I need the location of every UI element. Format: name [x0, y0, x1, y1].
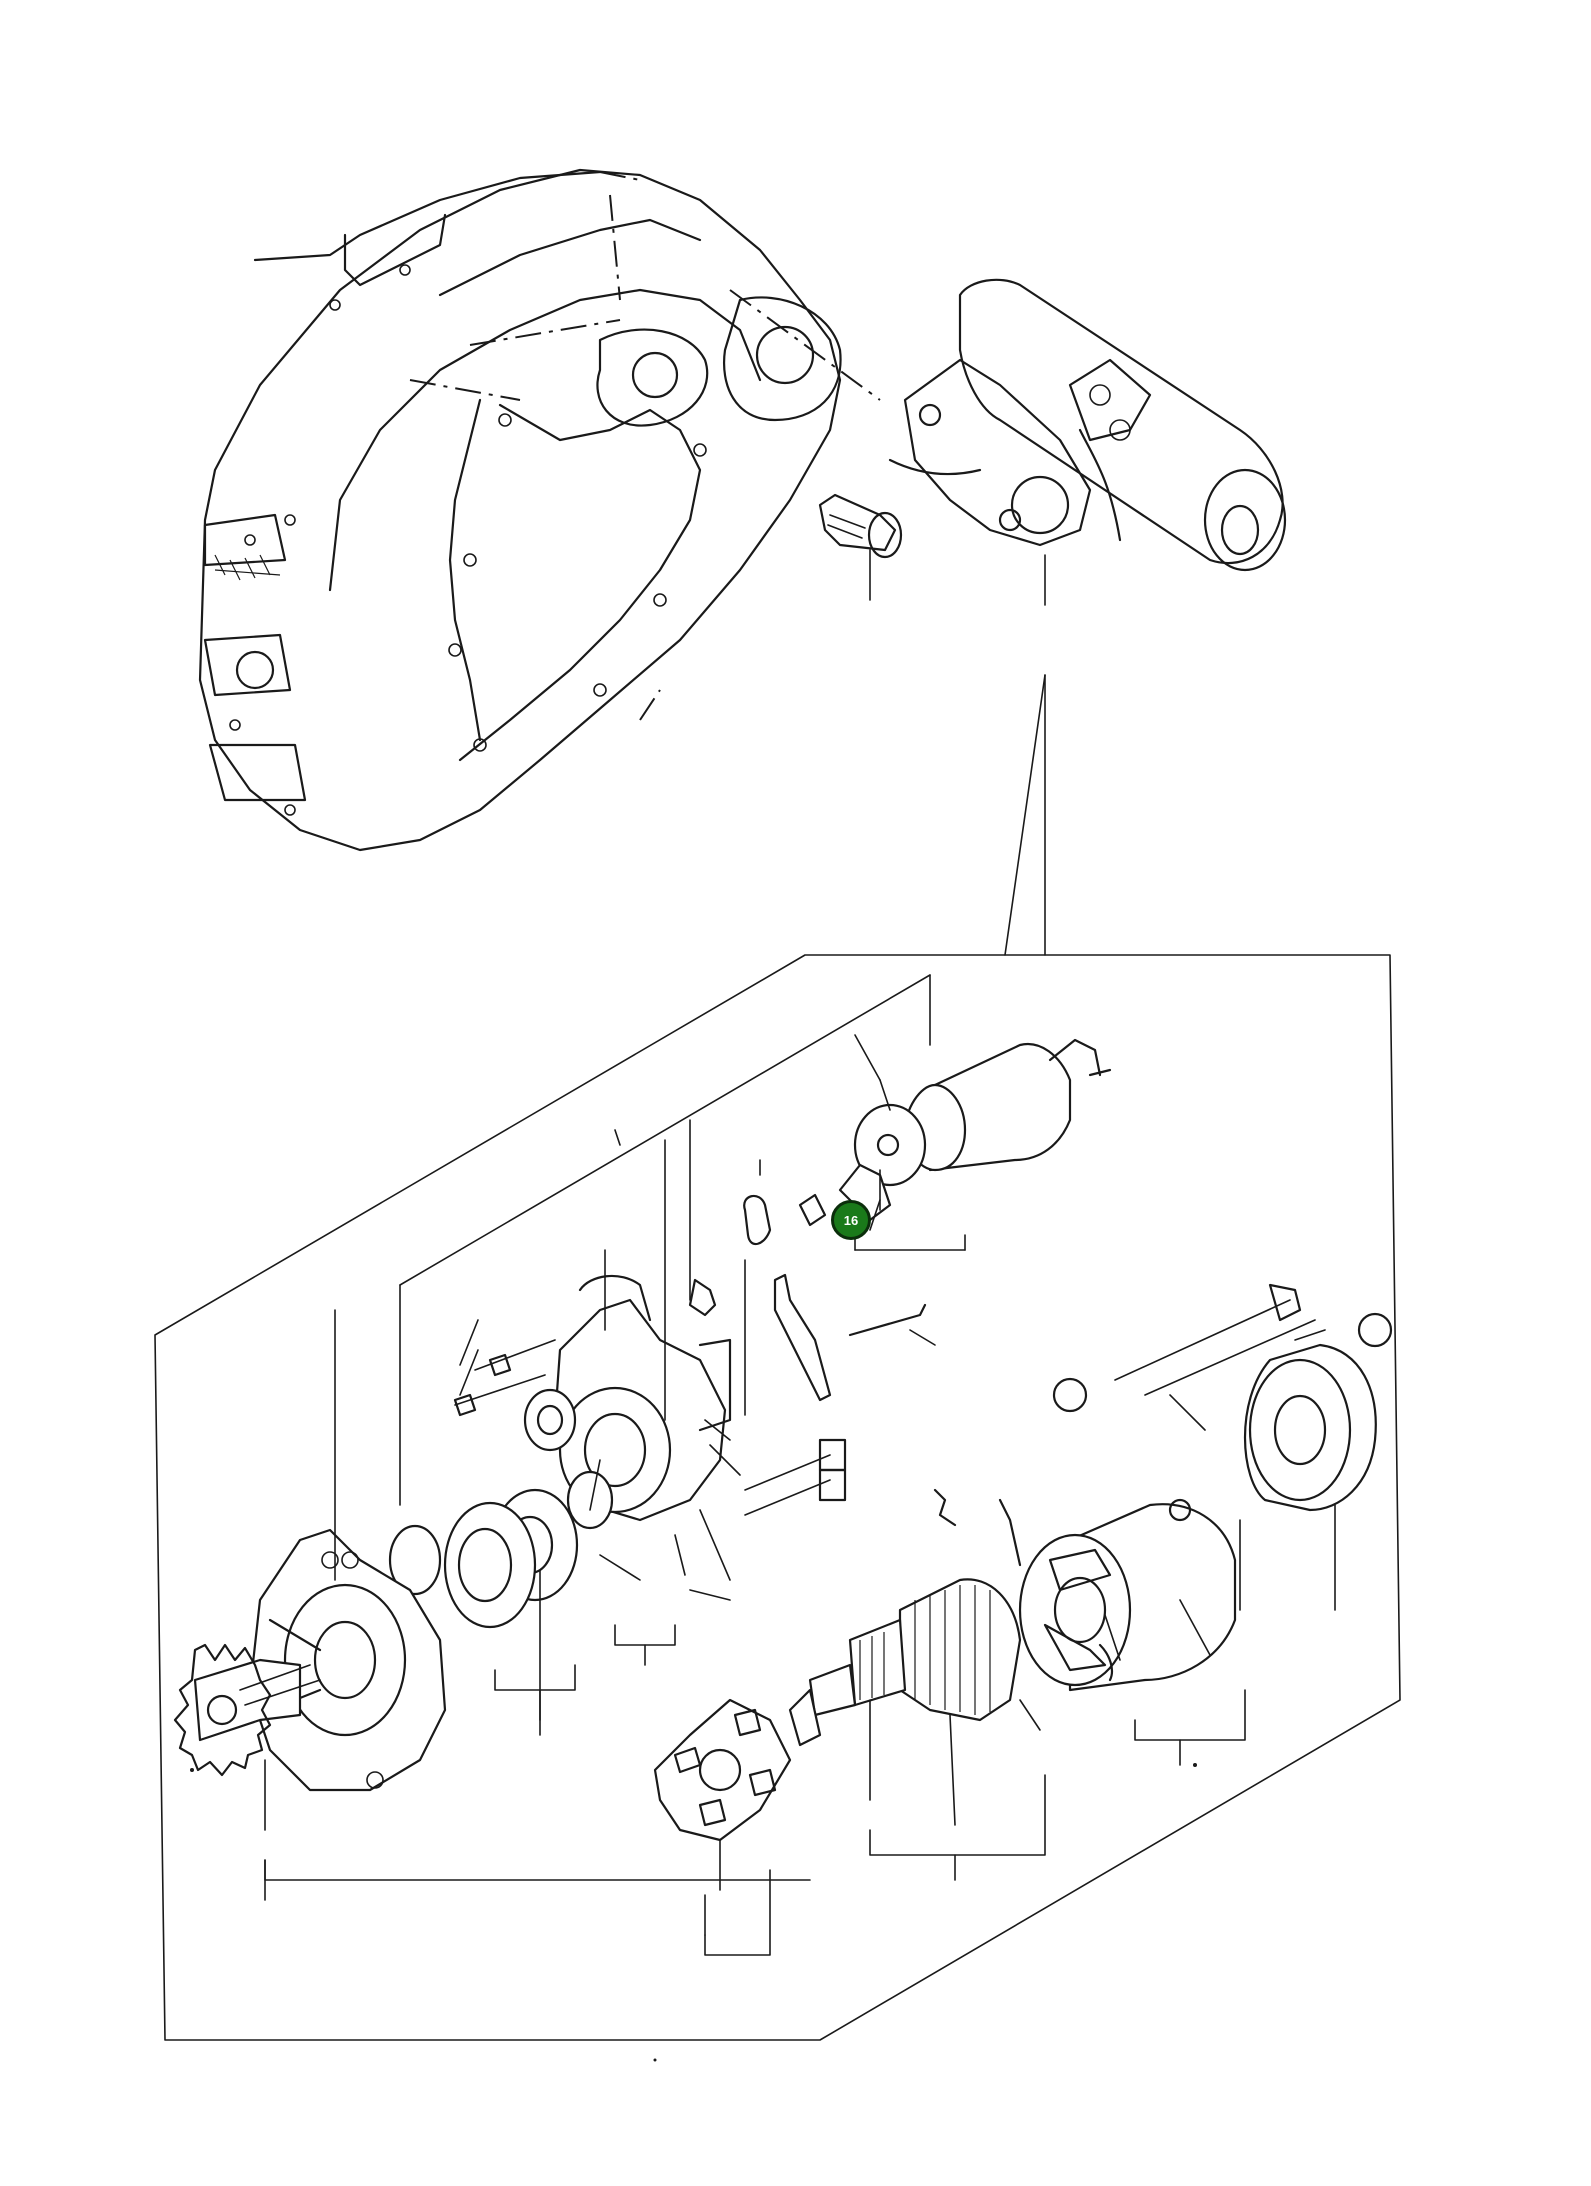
leader-lines: [264, 1119, 1336, 1956]
part-callout-label: 16: [843, 1212, 859, 1228]
clutch-assembly: [388, 1470, 614, 1629]
drive-lever-and-bolts: [453, 1273, 1316, 1516]
stray-mark: [653, 2058, 657, 2062]
part-callout-16[interactable]: 16: [831, 1200, 871, 1240]
stray-mark: [1193, 1763, 1197, 1767]
flywheel-housing: [198, 168, 881, 852]
rear-cover: [1052, 1312, 1393, 1512]
armature: [788, 1578, 1022, 1747]
starter-assembly: [818, 278, 1287, 572]
pinion-gear: [173, 1643, 321, 1777]
exploded-frame: [154, 954, 1401, 2041]
brush-holder: [653, 1698, 792, 1842]
solenoid-switch: [743, 1034, 1112, 1246]
front-bracket: [248, 1528, 447, 1792]
top-leaders: [869, 549, 1046, 956]
gear-housing: [523, 1274, 732, 1522]
yoke: [933, 1488, 1237, 1692]
stray-mark: [190, 1768, 194, 1772]
